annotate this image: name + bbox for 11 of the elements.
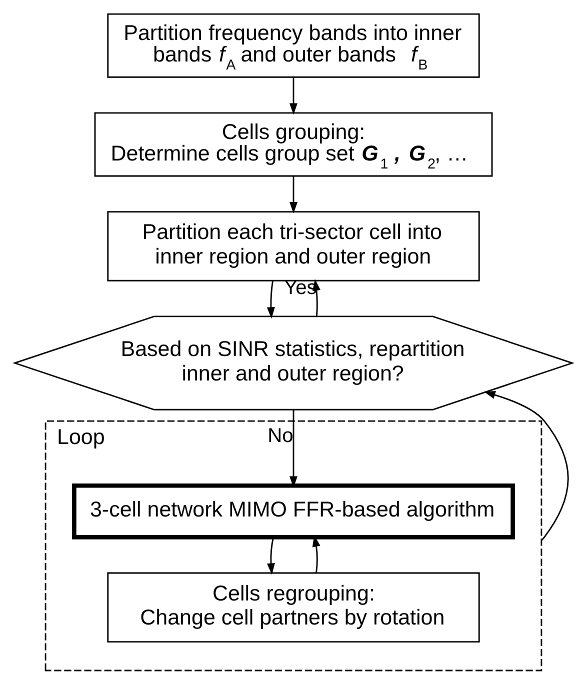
edge-label: No [267,424,293,447]
node-box: Partition frequency bands into inner bands f$_{A}$ and outer bands f$_{B}$ [106,13,480,78]
node-box: Partition each tri-sector cell into inner region and outer region [106,211,480,282]
arrow [288,176,298,214]
arrow [266,281,274,319]
arrow [266,537,274,575]
node-box: 3-cell network MIMO FFR-based algorithm [72,483,514,540]
arrow [288,77,298,115]
node-box: Cells regrouping: Change cell partners by rotation [106,572,480,643]
arrow [483,391,568,541]
node-box: Cells grouping: Determine cells group set G$_{1}$, G$_{2}$, … [94,112,492,177]
